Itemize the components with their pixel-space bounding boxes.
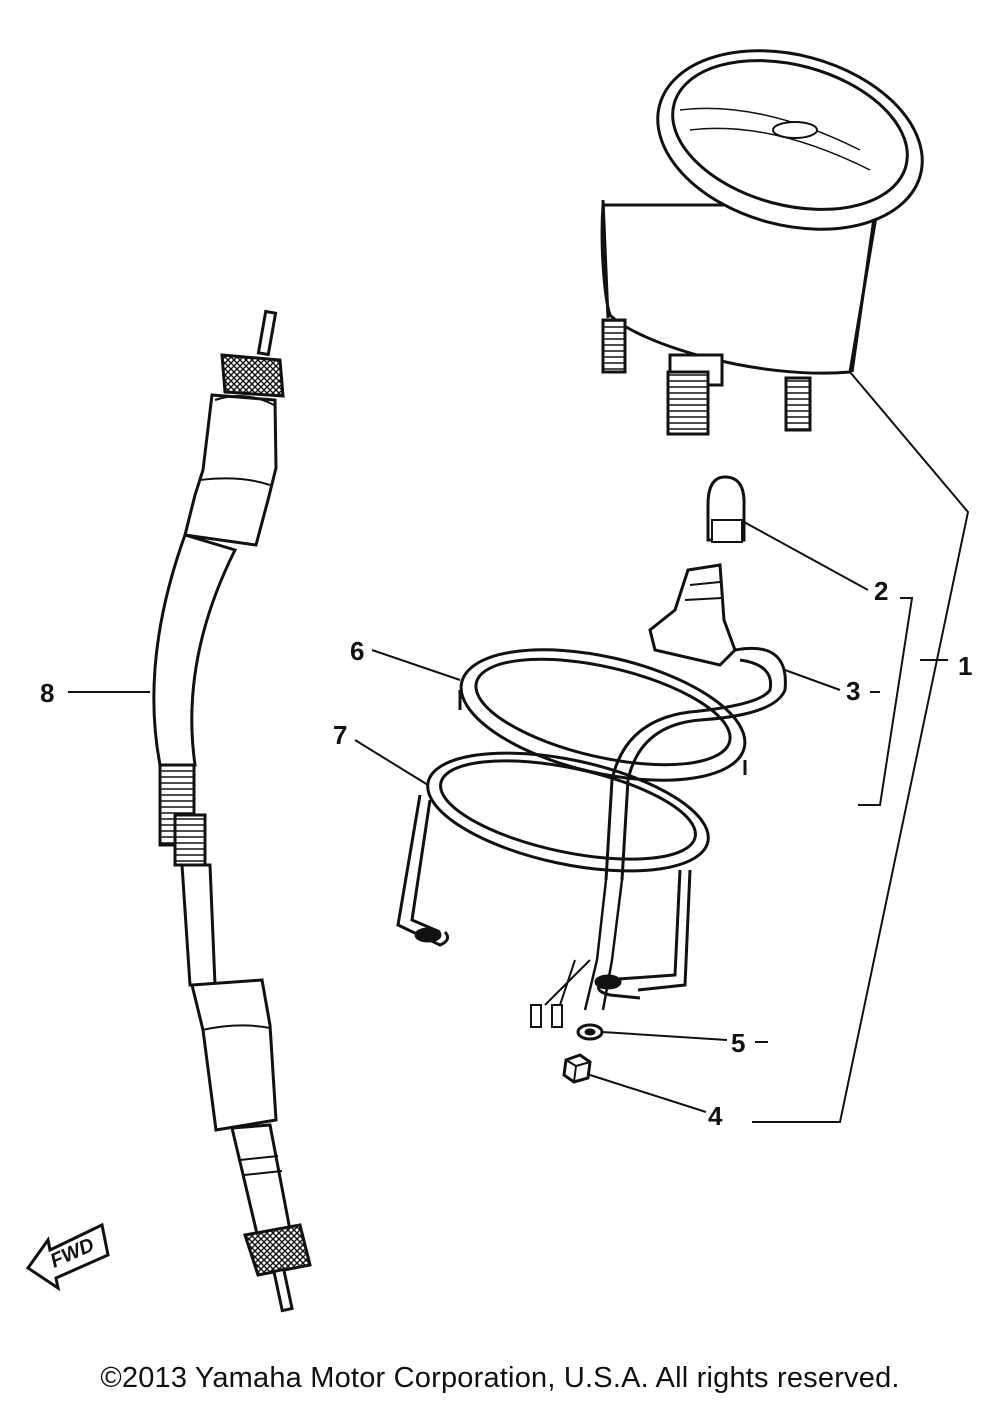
callout-8: 8 <box>40 678 54 708</box>
fwd-arrow-icon: FWD <box>25 1222 110 1292</box>
bulb <box>706 475 746 543</box>
copyright-notice: ©2013 Yamaha Motor Corporation, U.S.A. A… <box>100 1362 900 1394</box>
speedometer-cable <box>152 309 312 1313</box>
bulb-socket <box>530 563 787 1028</box>
speedometer-assembly <box>600 49 924 436</box>
washer <box>576 1023 604 1041</box>
callout-3: 3 <box>846 676 860 706</box>
callout-1: 1 <box>958 651 972 681</box>
nut <box>562 1053 592 1084</box>
meter-bracket <box>396 751 710 1000</box>
callout-7: 7 <box>333 720 347 750</box>
callout-4: 4 <box>708 1101 723 1131</box>
callout-5: 5 <box>731 1028 745 1058</box>
leader-lines <box>68 371 970 1123</box>
parts-diagram: FWD 1 2 3 4 5 6 7 8 <box>25 49 972 1313</box>
callout-2: 2 <box>874 576 888 606</box>
callout-6: 6 <box>350 636 364 666</box>
